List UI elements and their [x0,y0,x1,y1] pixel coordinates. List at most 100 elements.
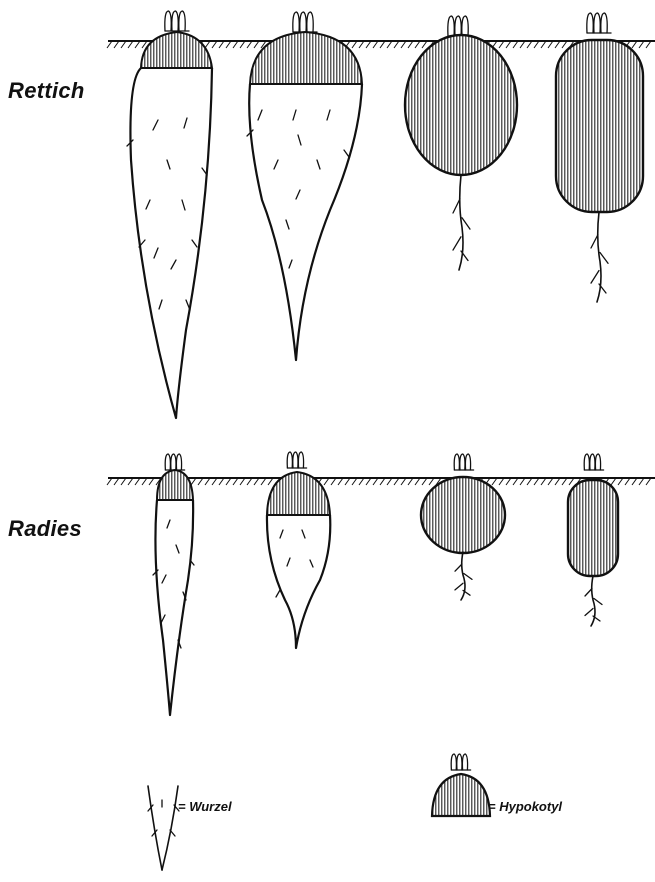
root-hair [167,160,170,169]
soil-hatch [359,41,364,48]
soil-hatch [247,478,252,485]
soil-hatch [527,41,532,48]
rettich-globe [405,16,517,270]
soil-hatch [632,41,637,48]
thin-root [455,552,472,600]
soil-hatch [380,478,385,485]
soil-hatch [499,41,504,48]
soil-hatch [128,478,133,485]
leaf-stalk [601,13,607,33]
radies-long-tapered [153,454,194,715]
soil-hatch [618,478,623,485]
soil-hatch [548,478,553,485]
soil-hatch [345,478,350,485]
rettich-teardrop [247,12,362,360]
soil-hatch [324,478,329,485]
soil-hatch [548,41,553,48]
lateral-root [455,564,462,571]
leaf-stalk [448,16,454,36]
soil-hatch [338,478,343,485]
root-hair [182,200,185,210]
leaf-stalk [172,11,178,31]
soil-hatch [394,41,399,48]
hypocotyl-section [157,470,193,500]
lateral-root [585,589,592,597]
soil-hatch [268,478,273,485]
leaf-crown [587,13,611,33]
legend-hypocotyl-symbol [432,754,490,816]
rettich-cylinder [556,13,643,302]
soil-hatch [114,478,119,485]
lateral-root [600,253,608,264]
root-section [249,84,362,360]
soil-hatch [394,478,399,485]
leaf-crown [293,12,317,32]
hypocotyl-globe [405,35,517,175]
taproot [597,212,601,302]
root-hair [286,220,289,229]
root-hair [276,590,280,597]
soil-hatch [534,478,539,485]
root-hair [154,248,158,258]
root-hair [159,300,162,309]
root-hair [302,530,305,538]
root-hair [184,118,187,128]
soil-hatch [247,41,252,48]
leaf-stalk [176,454,181,470]
soil-hatch [233,478,238,485]
leaf-crown [287,452,306,468]
row-label-rettich: Rettich [8,78,85,104]
root-hair [153,120,158,130]
soil-hatch [233,41,238,48]
soil-hatch [114,41,119,48]
leaf-crown [454,454,473,470]
radies-globe [421,454,505,600]
leaf-stalk [165,11,171,31]
radies-cylinder [568,454,618,626]
root-hair [176,545,179,553]
lateral-root [594,599,602,605]
soil-hatch [534,41,539,48]
root-hair [146,200,150,209]
root-hair [317,160,320,169]
leaf-stalk [465,454,470,470]
lateral-root [462,218,470,229]
soil-hatch [611,478,616,485]
soil-hatch [373,478,378,485]
leaf-stalk [595,454,600,470]
legend-root-label: = Wurzel [178,799,232,814]
lateral-root [455,583,463,590]
soil-hatch [226,41,231,48]
soil-hatch [380,41,385,48]
soil-hatch [415,478,420,485]
soil-hatch [646,478,651,485]
soil-hatch [555,41,560,48]
soil-hatch [632,478,637,485]
soil-hatch [254,478,259,485]
hypocotyl-cylinder [568,480,618,576]
leaf-stalk [457,754,462,770]
soil-hatch [513,41,518,48]
leaf-crown [165,454,184,470]
leaf-stalk [587,13,593,33]
soil-hatch [422,41,427,48]
hypocotyl-section [250,32,362,84]
soil-hatch [352,41,357,48]
soil-hatch [639,41,644,48]
soil-hatch [261,478,266,485]
leaf-stalk [451,754,456,770]
leaf-stalk [594,13,600,33]
soil-hatch [121,41,126,48]
soil-hatch [415,41,420,48]
soil-hatch [226,478,231,485]
taproot [461,552,465,600]
soil-hatch [541,478,546,485]
taproot [459,175,463,270]
soil-hatch [205,478,210,485]
root-hair [280,530,283,538]
soil-hatch [366,478,371,485]
lateral-root [464,574,472,580]
soil-hatch [387,41,392,48]
soil-hatch [562,478,567,485]
